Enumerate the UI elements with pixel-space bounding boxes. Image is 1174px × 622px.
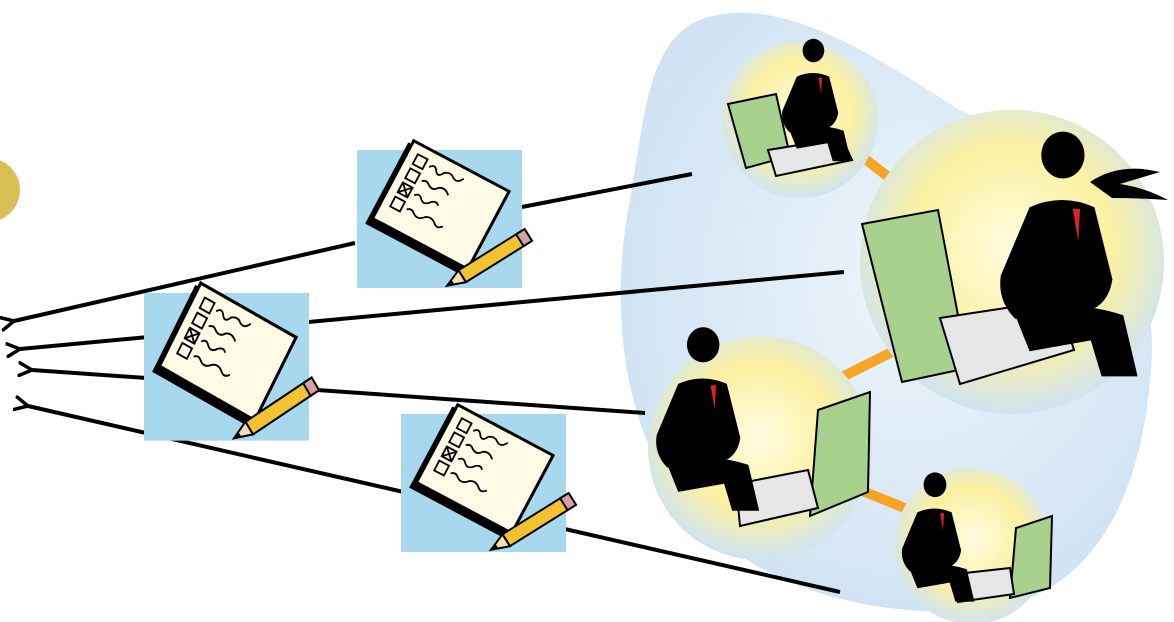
person-at-laptop-icon <box>894 468 1054 622</box>
partial-circle-icon <box>0 160 20 220</box>
person-at-laptop-icon <box>648 327 872 560</box>
feedback-arrow <box>14 241 356 321</box>
feedback-arrow <box>32 370 646 415</box>
checklist-clipboard-icon <box>355 137 534 294</box>
person-at-laptop-icon <box>860 110 1168 414</box>
person-at-laptop-icon <box>722 38 878 198</box>
feedback-line <box>521 172 693 209</box>
checklist-clipboard-icon <box>142 279 321 447</box>
checklist-clipboard-icon <box>399 401 578 558</box>
